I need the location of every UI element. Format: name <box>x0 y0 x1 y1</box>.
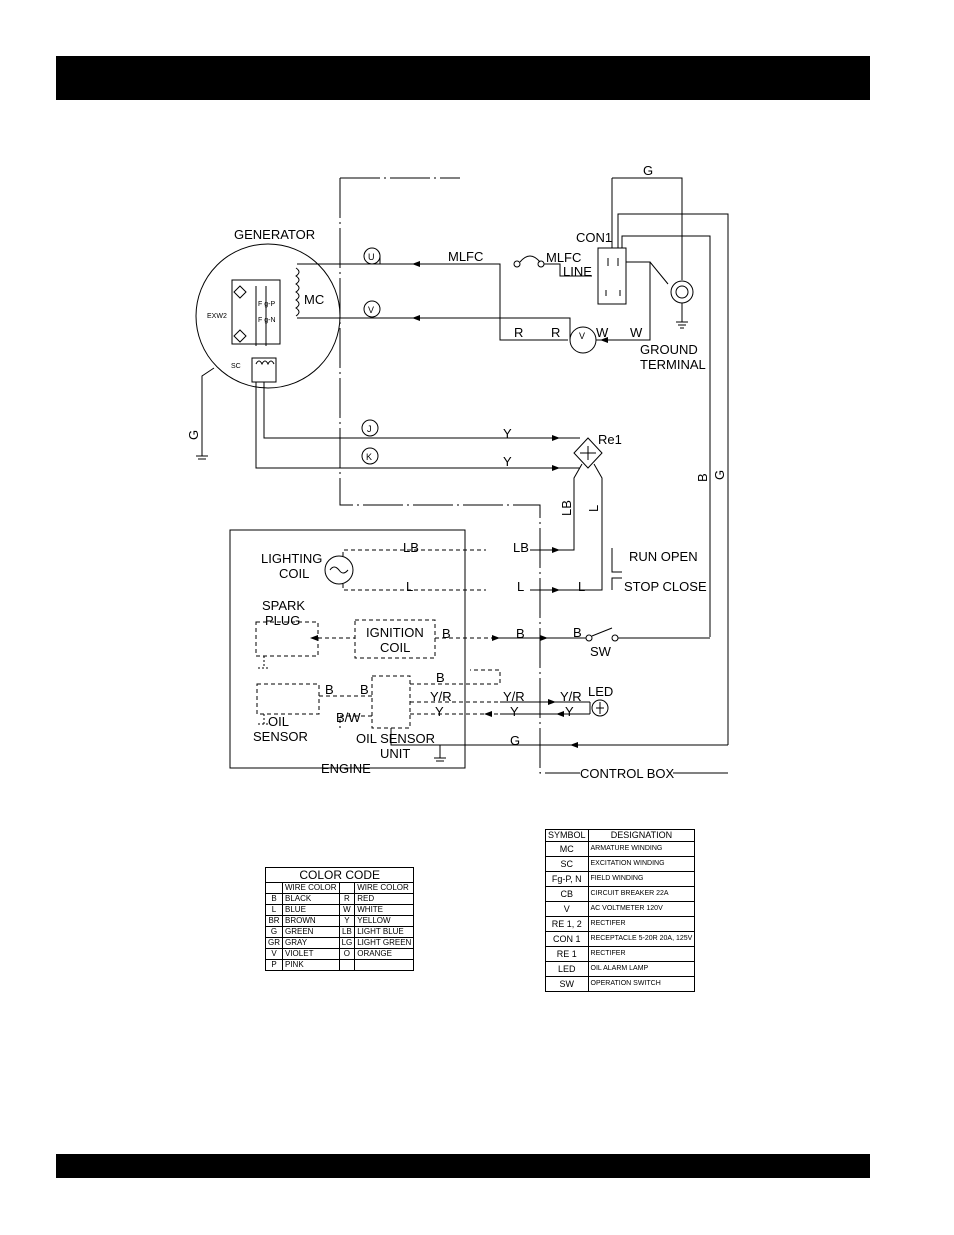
g-bottom-label: G <box>510 733 520 748</box>
lighting-coil-label-2: COIL <box>279 566 309 581</box>
lb-label-2: LB <box>513 540 529 555</box>
b-label-2: B <box>516 626 525 641</box>
fgp-label: F g-P <box>258 301 275 308</box>
b-label-3: B <box>573 625 582 640</box>
ignition-coil-label-1: IGNITION <box>366 625 424 640</box>
lb-vertical-label: LB <box>559 500 574 516</box>
voltmeter-label: V <box>579 331 585 341</box>
terminal-u <box>363 247 381 265</box>
y-label-3: Y <box>435 704 444 719</box>
spark-plug-label-1: SPARK <box>262 598 305 613</box>
l-label-3: L <box>578 579 585 594</box>
b-label-4: B <box>436 670 445 685</box>
ground-terminal-label-1: GROUND <box>640 342 698 357</box>
lighting-coil-label-1: LIGHTING <box>261 551 322 566</box>
oil-sensor-unit-label-1: OIL SENSOR <box>356 731 435 746</box>
mc-label: MC <box>304 292 324 307</box>
color-code-header-2: WIRE COLOR <box>354 882 415 894</box>
symbol-header: SYMBOL <box>545 829 589 842</box>
r-label-1: R <box>514 325 523 340</box>
g-vertical-label: G <box>712 470 727 480</box>
control-box-label: CONTROL BOX <box>580 766 674 781</box>
r-label-2: R <box>551 325 560 340</box>
b-label-6: B <box>360 682 369 697</box>
con1-label: CON1 <box>576 230 612 245</box>
yr-label-1: Y/R <box>430 689 452 704</box>
terminal-j <box>361 419 379 437</box>
led-label: LED <box>588 684 613 699</box>
l-label-1: L <box>406 579 413 594</box>
y-label-5: Y <box>565 704 574 719</box>
bw-label: B/W <box>336 710 361 725</box>
terminal-u-label: U <box>368 252 375 262</box>
stop-close-label: STOP CLOSE <box>624 579 707 594</box>
terminal-v-label: V <box>368 305 374 315</box>
terminal-j-label: J <box>367 424 372 434</box>
oil-sensor-unit-label-2: UNIT <box>380 746 410 761</box>
y-label-1: Y <box>503 426 512 441</box>
oil-sensor-label-2: SENSOR <box>253 729 308 744</box>
sc-label: SC <box>231 363 241 370</box>
color-code-header-1: WIRE COLOR <box>282 882 340 894</box>
b-vertical-label: B <box>695 473 710 482</box>
oil-sensor-label-1: OIL <box>268 714 289 729</box>
y-label-2: Y <box>503 454 512 469</box>
terminal-k <box>361 447 379 465</box>
header-bar <box>56 56 870 100</box>
terminal-v <box>363 300 381 318</box>
terminal-k-label: K <box>366 452 372 462</box>
re1-label: Re1 <box>598 432 622 447</box>
mlfc-label-1: MLFC <box>448 249 483 264</box>
spark-plug-label-2: PLUG <box>265 613 300 628</box>
run-open-label: RUN OPEN <box>629 549 698 564</box>
g-top-label: G <box>643 163 653 178</box>
w-label-1: W <box>596 325 609 340</box>
g-ground-label: G <box>186 430 201 440</box>
yr-label-2: Y/R <box>503 689 525 704</box>
ignition-coil-label-2: COIL <box>380 640 410 655</box>
exw2-label: EXW2 <box>207 313 227 320</box>
ground-terminal-label-2: TERMINAL <box>640 357 706 372</box>
w-label-2: W <box>630 325 643 340</box>
engine-label: ENGINE <box>321 761 371 776</box>
designation-header: DESIGNATION <box>587 829 696 842</box>
l-label-2: L <box>517 579 524 594</box>
fgn-label: F g-N <box>258 317 276 324</box>
mlfc-label-2: MLFC <box>546 250 581 265</box>
y-label-4: Y <box>510 704 519 719</box>
generator-label: GENERATOR <box>234 227 315 242</box>
yr-label-3: Y/R <box>560 689 582 704</box>
lb-label-1: LB <box>403 540 419 555</box>
l-vertical-label: L <box>586 505 601 512</box>
color-code-title: COLOR CODE <box>264 867 415 883</box>
sw-label: SW <box>590 644 612 659</box>
b-label-1: B <box>442 626 451 641</box>
footer-bar <box>56 1154 870 1178</box>
line-label: LINE <box>563 264 592 279</box>
b-label-5: B <box>325 682 334 697</box>
